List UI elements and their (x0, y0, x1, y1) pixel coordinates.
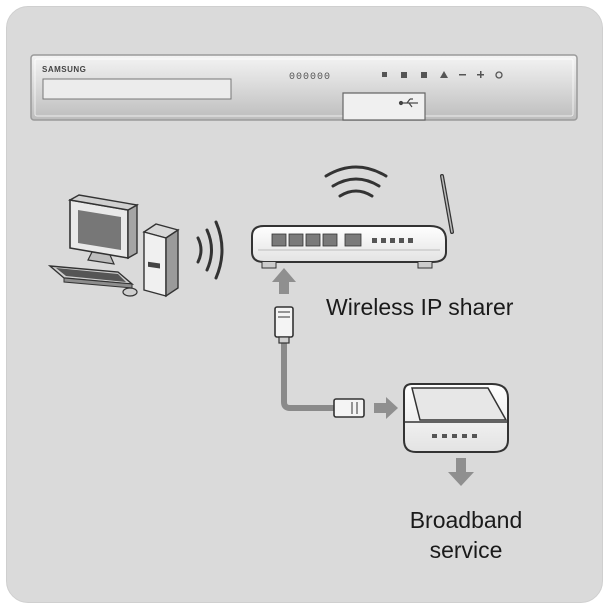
player-display: 000000 (289, 72, 331, 83)
ethernet-plug-icon (333, 398, 365, 418)
pc-icon (47, 194, 180, 298)
router-label: Wireless IP sharer (326, 294, 514, 320)
arrow-icon (448, 458, 474, 486)
pause-button-icon (421, 72, 427, 78)
stop-button-icon (382, 72, 387, 77)
broadband-label-line1: Broadband (409, 507, 523, 533)
player-device: SAMSUNG 000000 (30, 54, 578, 121)
usb-icon (398, 98, 418, 108)
power-icon (495, 71, 503, 79)
play-button-icon (401, 72, 407, 78)
player-brand: SAMSUNG (42, 65, 86, 74)
player-buttons (382, 71, 503, 79)
wifi-waves-icon (324, 165, 388, 198)
router-icon (251, 174, 454, 269)
arrow-icon (374, 397, 398, 419)
modem-icon (403, 383, 509, 453)
broadband-label: Broadband service (386, 505, 546, 565)
wifi-waves-icon (196, 220, 224, 280)
arrow-icon (272, 268, 296, 294)
ethernet-cable (281, 342, 334, 411)
plus-icon-h (477, 74, 484, 76)
disc-tray (42, 78, 232, 100)
broadband-label-line2: service (429, 537, 503, 563)
ethernet-plug-icon (274, 306, 294, 344)
eject-icon (440, 71, 448, 78)
minus-icon (459, 74, 466, 76)
